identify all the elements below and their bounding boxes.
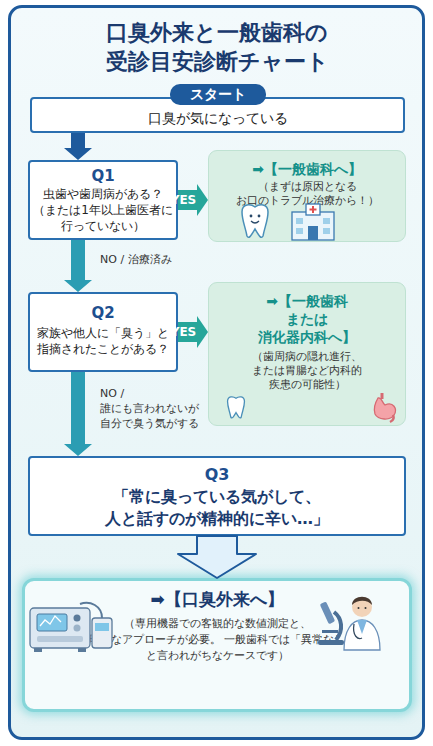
question-box: Q2 家族や他人に「臭う」と 指摘されたことがある？: [28, 292, 178, 372]
doctor-icon-part: [358, 607, 360, 609]
clinic-icon: [292, 204, 334, 240]
microscope-icon-part: [320, 601, 336, 624]
measuring-machine-part: [78, 648, 86, 652]
question-box: Q1虫歯や歯周病がある？（または1年以上歯医者に 行っていない）: [28, 160, 178, 240]
doctor-icon: [344, 597, 380, 650]
edge-label: YES: [171, 325, 197, 339]
measuring-machine-part: [80, 603, 102, 618]
edge-label: YES: [171, 193, 197, 207]
tooth-icon-part: [258, 215, 261, 218]
stomach-icon: [374, 393, 395, 422]
edge-label: NO / 治療済み: [100, 253, 172, 267]
arrow-shape: [64, 133, 92, 160]
start-box: スタート口臭が気になっている: [30, 97, 405, 133]
measuring-machine-part: [74, 615, 81, 622]
node-text: （歯周病の隠れ進行、 または胃腸など内科的 疾患の可能性）: [245, 350, 370, 392]
clinic-icon-part: [308, 226, 318, 240]
node-heading: スタート: [170, 84, 266, 105]
measuring-machine-part: [95, 623, 109, 631]
arrow-shape: [64, 240, 92, 292]
node-text: 口臭が気になっている: [48, 109, 388, 127]
node-heading: ➡【一般歯科 または 消化器内科へ】: [251, 292, 363, 346]
tooth-icon-part: [242, 205, 268, 237]
measuring-machine-part: [37, 614, 67, 631]
doctor-icon-part: [352, 597, 372, 617]
clinic-icon-part: [323, 218, 330, 224]
arrow-shape: [178, 316, 208, 348]
stomach-icon-part: [390, 415, 394, 422]
node-text: 虫歯や歯周病がある？: [32, 186, 174, 202]
doctor-icon-part: [365, 607, 367, 609]
flow-arrow: [64, 240, 92, 292]
doctor-icon-part: [357, 620, 367, 634]
node-text: （専用機器での客観的な数値測定と、 心理的なアプローチが必要。 一般歯科では「異…: [76, 616, 358, 664]
doctor-icon-part: [344, 620, 380, 650]
flow-arrow: [178, 316, 208, 348]
result-box: ➡【一般歯科 または 消化器内科へ】（歯周病の隠れ進行、 または胃腸など内科的 …: [208, 282, 406, 426]
tooth-icon-part: [251, 221, 259, 223]
tooth-icon-part: [250, 215, 253, 218]
tooth-icon-part: [228, 397, 245, 418]
flow-arrow: [178, 184, 208, 216]
doctor-icon-part: [352, 597, 372, 605]
clinic-icon-part: [296, 218, 303, 224]
node-heading: ➡【一般歯科へ】: [217, 160, 397, 178]
measuring-machine-part: [34, 648, 42, 652]
node-heading: Q2: [30, 304, 176, 323]
result-box: ➡【一般歯科へ】 （まずは原因となる お口のトラブル治療から！）: [208, 150, 406, 242]
chart-title: 口臭外来と一般歯科の 受診目安診断チャート: [61, 18, 373, 76]
question-box: Q3「常に臭っている気がして、 人と話すのが精神的に辛い…」: [28, 456, 406, 536]
stomach-icon-part: [381, 393, 384, 399]
clinic-icon-part: [323, 228, 330, 234]
measuring-machine-part: [74, 625, 81, 632]
tooth-icon: [242, 205, 268, 237]
measuring-machine-part: [37, 636, 83, 642]
node-heading: Q3: [30, 465, 404, 485]
node-text: 家族や他人に「臭う」と 指摘されたことがある？: [32, 325, 174, 357]
measuring-machine-part: [30, 608, 90, 648]
node-text: 「常に臭っている気がして、 人と話すのが精神的に辛い…」: [67, 486, 367, 530]
clinic-icon-part: [306, 204, 320, 215]
tooth-icon: [228, 397, 245, 418]
clinic-icon-part: [310, 206, 317, 213]
doctor-icon-part: [354, 624, 362, 638]
clinic-icon-part: [296, 228, 303, 234]
edge-label: NO / 誰にも言われないが 自分で臭う気がする: [100, 386, 212, 431]
flow-arrow: [64, 133, 92, 160]
final-result-box: ➡【口臭外来へ】 （専用機器での客観的な数値測定と、 心理的なアプローチが必要。 …: [22, 578, 412, 712]
stomach-icon-part: [374, 398, 395, 419]
microscope-icon-part: [322, 630, 338, 633]
microscope-icon: [318, 601, 344, 645]
flow-arrow: [178, 536, 256, 578]
arrow-shape: [178, 184, 208, 216]
arrow-shape: [64, 372, 92, 456]
clinic-icon-part: [292, 212, 334, 240]
node-text: （まずは原因となる お口のトラブル治療から！）: [232, 180, 382, 208]
node-text: （または1年以上歯医者に 行っていない）: [32, 202, 174, 234]
node-heading: ➡【口臭外来へ】: [25, 588, 409, 610]
microscope-icon-part: [334, 612, 341, 640]
flow-arrow: [64, 372, 92, 456]
measuring-machine-part: [92, 618, 112, 648]
node-heading: Q1: [30, 167, 176, 186]
measuring-machine: [30, 603, 112, 652]
measuring-machine-part: [40, 616, 61, 626]
microscope-icon-part: [318, 640, 344, 645]
arrow-shape: [178, 536, 256, 578]
